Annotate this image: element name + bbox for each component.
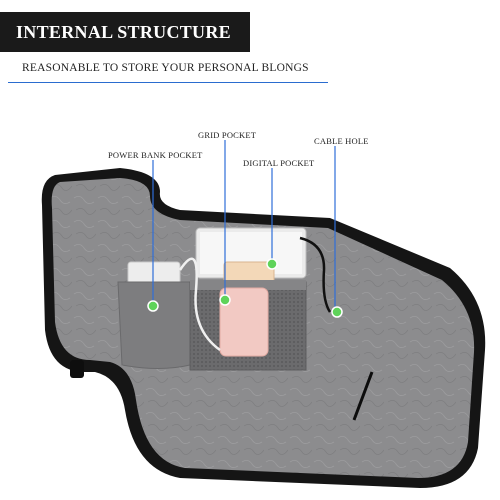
callout-grid-pocket: GRID POCKET [198, 130, 257, 140]
callout-cable-hole: CABLE HOLE [314, 136, 369, 146]
subtitle-underline [8, 82, 328, 83]
zipper-pull-left [70, 360, 84, 378]
subtitle: REASONABLE TO STORE YOUR PERSONAL BLONGS [22, 62, 309, 74]
title-banner: INTERNAL STRUCTURE [0, 12, 250, 52]
marker-cable [331, 306, 343, 318]
marker-digital [266, 258, 278, 270]
usb-cable [178, 257, 221, 352]
callout-digital-pocket: DIGITAL POCKET [243, 158, 315, 168]
callout-power-bank-pocket: POWER BANK POCKET [108, 150, 203, 160]
power-bank-pocket-panel [117, 281, 191, 369]
page-title: INTERNAL STRUCTURE [16, 21, 231, 42]
headphone-cable [299, 236, 332, 313]
phone-pink [219, 287, 269, 357]
marker-grid [219, 294, 231, 306]
marker-power-bank [147, 300, 159, 312]
zipper-right [352, 371, 374, 421]
